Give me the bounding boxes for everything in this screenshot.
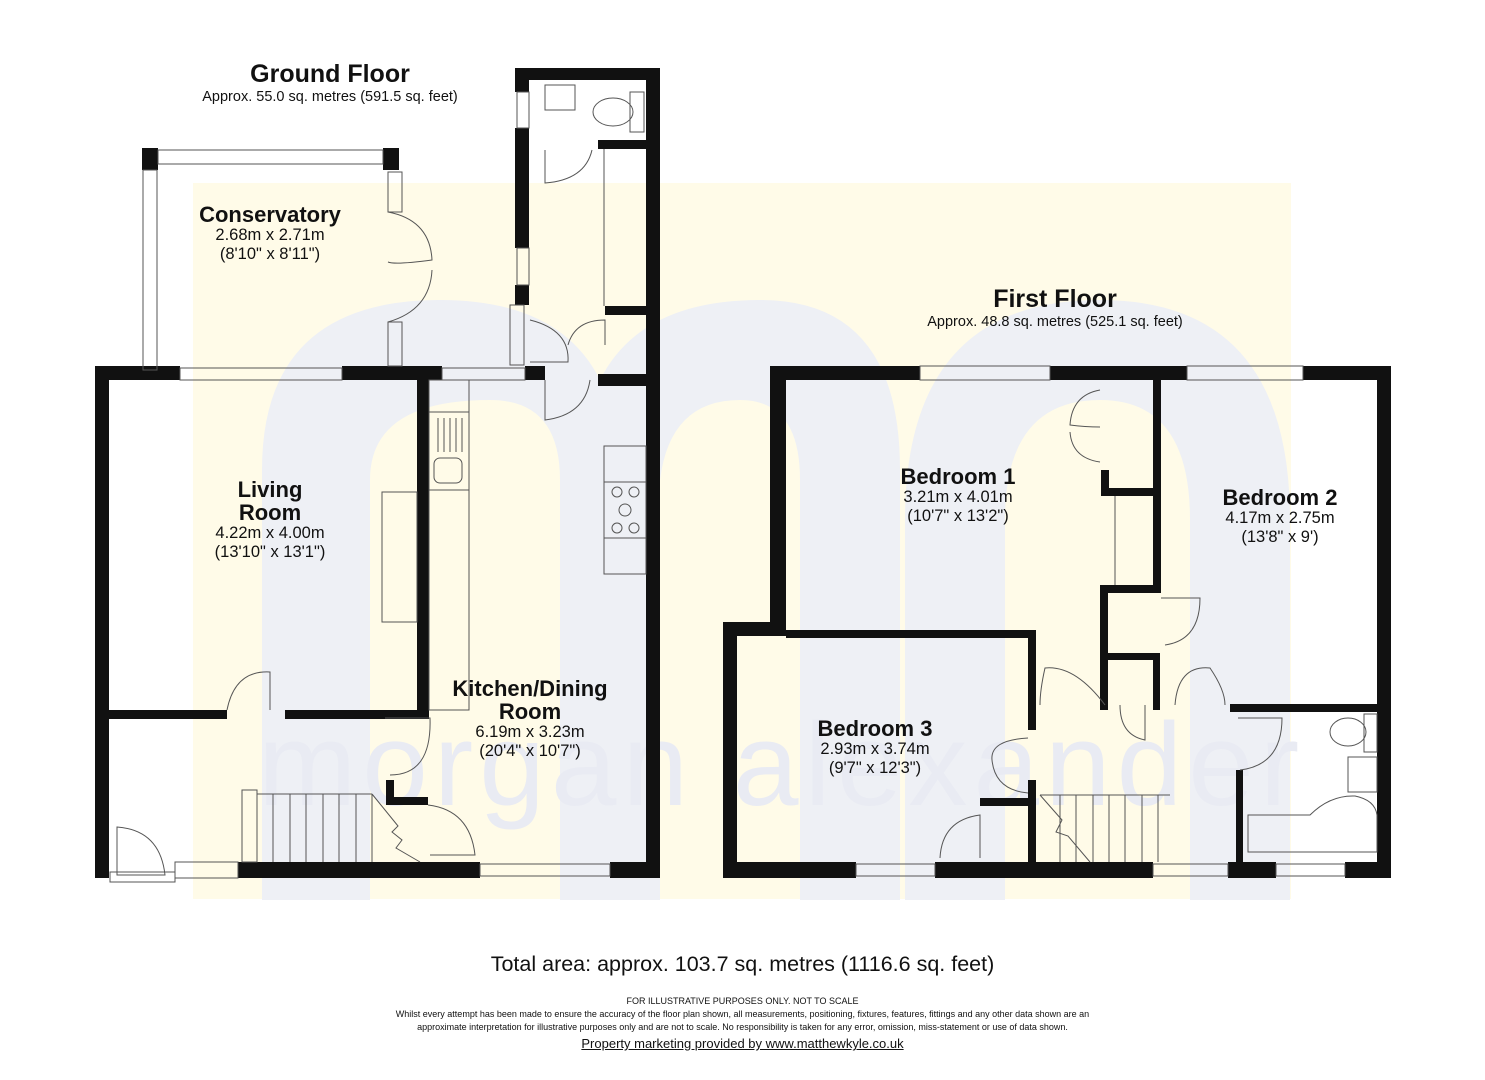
ground-floor-walls	[95, 68, 660, 878]
scale-note: FOR ILLUSTRATIVE PURPOSES ONLY. NOT TO S…	[626, 996, 859, 1006]
disclaimer-line-2: approximate interpretation for illustrat…	[417, 1022, 1068, 1032]
watermark-text: morgan alexander	[258, 699, 1306, 831]
room-name: Conservatory	[199, 202, 341, 227]
disclaimer-line-1: Whilst every attempt has been made to en…	[395, 1009, 1090, 1019]
room-kitchen-dining: Kitchen/Dining Room 6.19m x 3.23m (20'4"…	[430, 677, 630, 761]
total-area: Total area: approx. 103.7 sq. metres (11…	[490, 952, 995, 976]
room-metric: 4.17m x 2.75m	[1225, 509, 1335, 528]
room-metric: 6.19m x 3.23m	[475, 723, 585, 742]
room-metric: 2.93m x 3.74m	[820, 740, 930, 759]
room-name-line2: Room	[498, 699, 562, 725]
room-living-room: Living Room 4.22m x 4.00m (13'10" x 13'1…	[180, 478, 360, 562]
room-imperial: (13'8" x 9')	[1241, 528, 1319, 547]
ground-floor-area: Approx. 55.0 sq. metres (591.5 sq. feet)	[202, 89, 458, 105]
room-bedroom-3: Bedroom 3 2.93m x 3.74m (9'7" x 12'3")	[780, 717, 970, 778]
credit-link[interactable]: Property marketing provided by www.matth…	[581, 1036, 904, 1051]
room-name-line1: Kitchen/Dining	[452, 676, 608, 701]
ground-floor-fixtures	[109, 84, 647, 883]
room-metric: 2.68m x 2.71m	[215, 226, 325, 245]
room-imperial: (13'10" x 13'1")	[214, 543, 326, 562]
room-imperial: (9'7" x 12'3")	[828, 759, 922, 778]
first-floor-heading: First Floor Approx. 48.8 sq. metres (525…	[890, 285, 1220, 331]
room-imperial: (8'10" x 8'11")	[219, 245, 321, 264]
first-floor-walls	[723, 366, 1391, 878]
room-imperial: (20'4" x 10'7")	[479, 742, 581, 761]
room-name-line1: Living	[237, 477, 303, 502]
ground-floor-title: Ground Floor	[250, 60, 410, 88]
credit: Property marketing provided by www.matth…	[0, 1036, 1485, 1051]
room-bedroom-1: Bedroom 1 3.21m x 4.01m (10'7" x 13'2")	[868, 465, 1048, 526]
room-conservatory: Conservatory 2.68m x 2.71m (8'10" x 8'11…	[170, 203, 370, 264]
first-floor-area: Approx. 48.8 sq. metres (525.1 sq. feet)	[927, 314, 1183, 330]
first-floor-title: First Floor	[993, 285, 1117, 313]
disclaimer: FOR ILLUSTRATIVE PURPOSES ONLY. NOT TO S…	[0, 995, 1485, 1034]
room-bedroom-2: Bedroom 2 4.17m x 2.75m (13'8" x 9')	[1190, 486, 1370, 547]
ground-floor-heading: Ground Floor Approx. 55.0 sq. metres (59…	[170, 60, 490, 106]
room-name: Bedroom 3	[817, 716, 933, 741]
room-name: Bedroom 1	[900, 464, 1016, 489]
first-floor-fixtures	[855, 365, 1378, 877]
room-imperial: (10'7" x 13'2")	[907, 507, 1009, 526]
room-metric: 4.22m x 4.00m	[215, 524, 325, 543]
room-metric: 3.21m x 4.01m	[903, 488, 1013, 507]
room-name: Bedroom 2	[1222, 485, 1338, 510]
room-name-line2: Room	[238, 500, 302, 526]
